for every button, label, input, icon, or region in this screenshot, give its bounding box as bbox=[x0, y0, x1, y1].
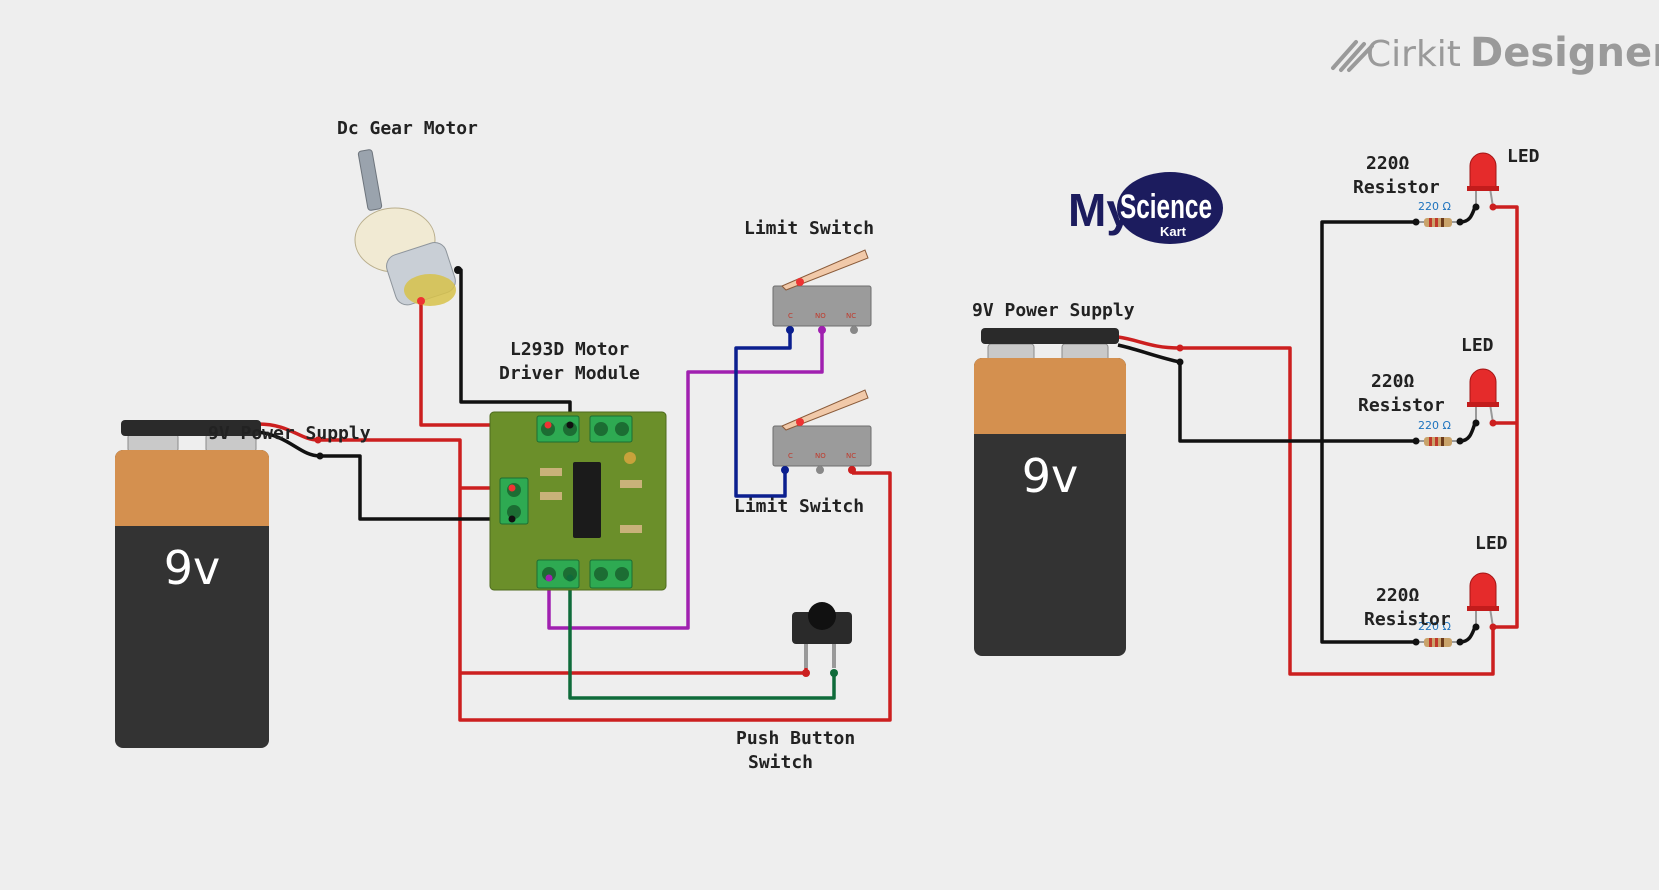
switch-top-pin-c: C bbox=[788, 312, 793, 320]
switch-bottom-pin-no: NO bbox=[815, 452, 826, 460]
wire-battery-right-positive bbox=[1117, 335, 1495, 676]
resistor-2-value: 220 Ω bbox=[1418, 419, 1451, 432]
wire-led2-neg bbox=[1459, 422, 1477, 443]
battery-left-positive-pin bbox=[314, 436, 322, 444]
battery-right-label: 9V Power Supply bbox=[972, 300, 1135, 321]
myscience-kart-logo: My Science Kart bbox=[1068, 172, 1223, 244]
battery-left-negative-pin bbox=[316, 452, 324, 460]
wire-green-pushbutton bbox=[568, 578, 836, 700]
battery-right-text: 9v bbox=[1022, 449, 1079, 503]
wire-battery-left-positive bbox=[257, 422, 892, 722]
push-button-label-line1: Push Button bbox=[736, 728, 855, 749]
dc-gear-motor[interactable] bbox=[354, 149, 462, 308]
battery-right-positive-pin bbox=[1176, 344, 1184, 352]
led-3[interactable] bbox=[1467, 572, 1499, 631]
resistor-3-label-line1: 220Ω bbox=[1376, 585, 1420, 606]
driver-label-line1: L293D Motor bbox=[510, 339, 629, 360]
led-1-label: LED bbox=[1507, 146, 1540, 167]
limit-switch-bottom-label: Limit Switch bbox=[734, 496, 864, 517]
led-3-label: LED bbox=[1475, 533, 1508, 554]
switch-top-pin-no: NO bbox=[815, 312, 826, 320]
battery-left-label: 9V Power Supply bbox=[208, 423, 371, 444]
resistor-1[interactable]: 220 Ω bbox=[1412, 200, 1464, 227]
limit-switch-top[interactable]: C NO NC bbox=[772, 249, 872, 334]
wire-battery-right-negative bbox=[1117, 343, 1416, 443]
resistor-1-label-line1: 220Ω bbox=[1366, 153, 1410, 174]
resistor-2-label-line2: Resistor bbox=[1358, 395, 1445, 416]
brand-designer: Designer bbox=[1470, 30, 1659, 76]
led-2[interactable] bbox=[1467, 368, 1499, 427]
push-button-label-line2: Switch bbox=[748, 752, 813, 773]
switch-bottom-pin-c: C bbox=[788, 452, 793, 460]
cirkit-designer-logo: Cirkit Designer bbox=[1331, 30, 1659, 76]
resistor-3-label-line2: Resistor bbox=[1364, 609, 1451, 630]
battery-right[interactable]: 9v bbox=[974, 328, 1126, 656]
limit-switch-bottom[interactable]: C NO NC bbox=[772, 389, 872, 474]
cirkit-logo-icon bbox=[1331, 40, 1374, 72]
wire-resistor-ground-bus bbox=[1320, 220, 1416, 644]
led-1[interactable] bbox=[1467, 152, 1499, 211]
brand-cirkit: Cirkit bbox=[1366, 34, 1461, 75]
wire-battery-left-negative bbox=[257, 430, 510, 521]
wire-led-positive-bus bbox=[1493, 205, 1519, 629]
l293d-driver-module[interactable] bbox=[489, 411, 667, 591]
wire-purple-switch-top bbox=[547, 330, 824, 630]
driver-label-line2: Driver Module bbox=[499, 363, 640, 384]
motor-label: Dc Gear Motor bbox=[337, 118, 478, 139]
battery-left[interactable]: 9v bbox=[115, 420, 269, 748]
push-button-switch[interactable] bbox=[792, 602, 852, 677]
resistor-3[interactable]: 220 Ω bbox=[1412, 620, 1464, 647]
wire-pushbutton-positive bbox=[460, 660, 808, 675]
battery-left-text: 9v bbox=[164, 541, 221, 595]
limit-switch-top-label: Limit Switch bbox=[744, 218, 874, 239]
logo-kart: Kart bbox=[1160, 224, 1187, 239]
switch-bottom-pin-nc: NC bbox=[846, 452, 856, 460]
resistor-1-value: 220 Ω bbox=[1418, 200, 1451, 213]
resistor-1-label-line2: Resistor bbox=[1353, 177, 1440, 198]
resistor-2[interactable]: 220 Ω bbox=[1412, 419, 1464, 446]
led-2-label: LED bbox=[1461, 335, 1494, 356]
resistor-3-value: 220 Ω bbox=[1418, 620, 1451, 633]
resistor-2-label-line1: 220Ω bbox=[1371, 371, 1415, 392]
logo-science: Science bbox=[1120, 188, 1212, 226]
switch-top-pin-nc: NC bbox=[846, 312, 856, 320]
battery-right-negative-pin bbox=[1176, 358, 1184, 366]
logo-my: My bbox=[1068, 184, 1132, 236]
wire-blue-switch-link bbox=[734, 330, 792, 498]
